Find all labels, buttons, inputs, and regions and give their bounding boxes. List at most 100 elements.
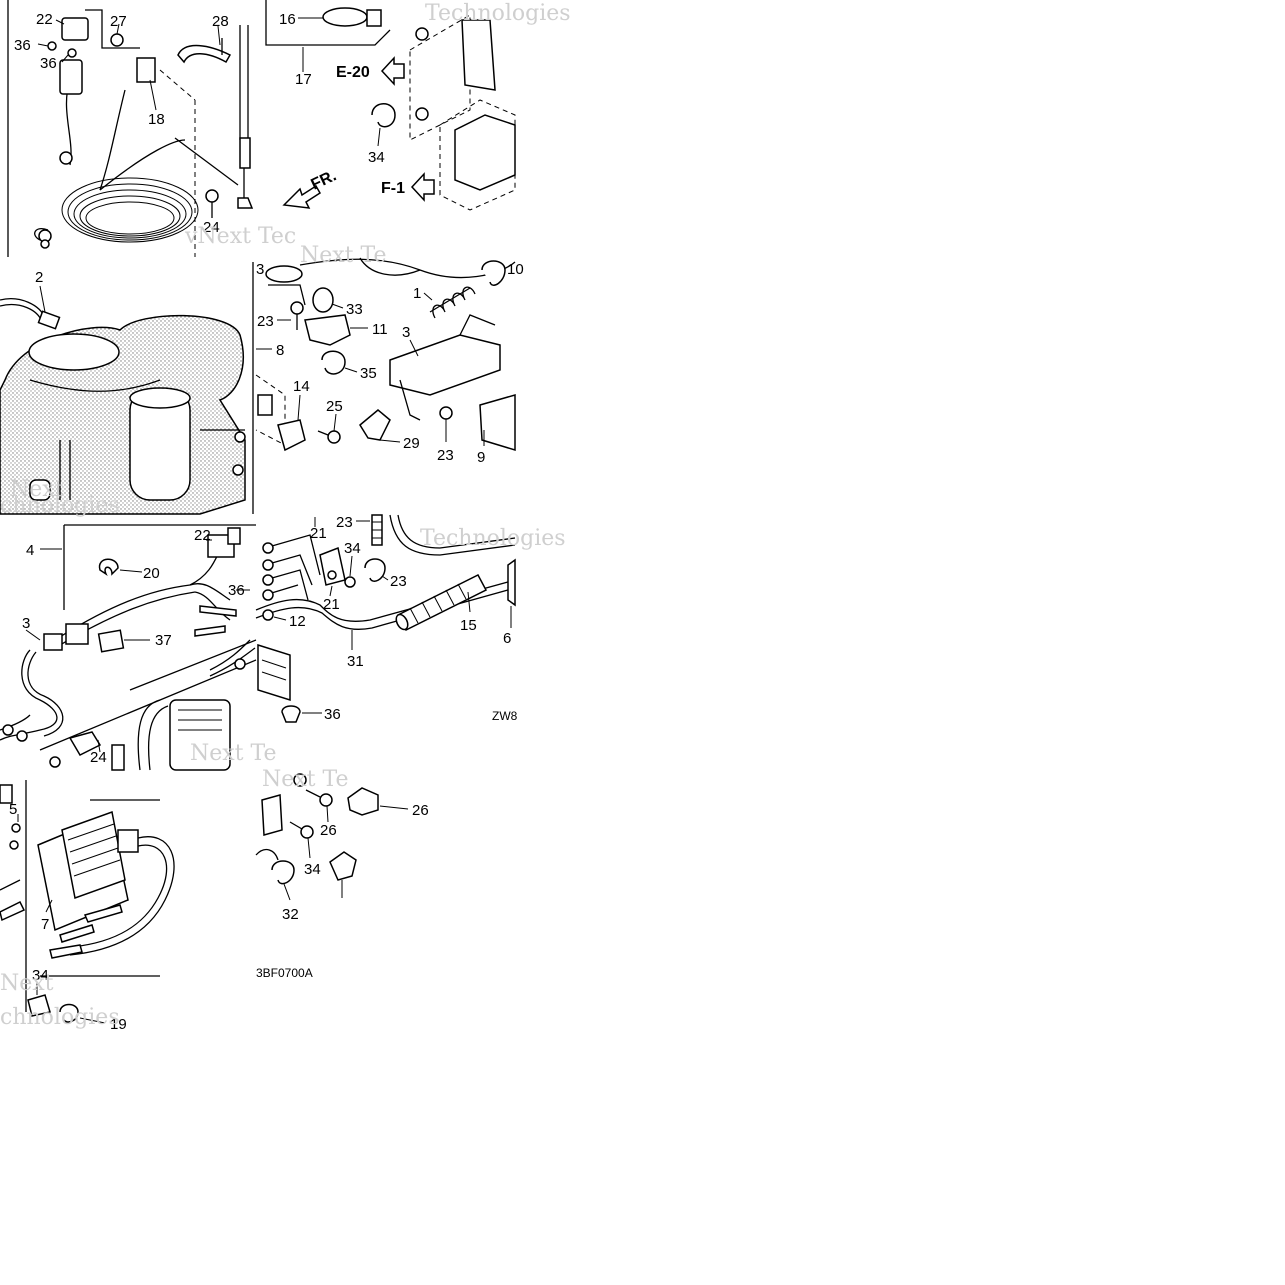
callout-21: 23 xyxy=(336,514,353,531)
callout-34: 32 xyxy=(282,906,299,923)
connector-22 xyxy=(61,17,89,41)
code-bf: 3BF0700A xyxy=(256,966,313,980)
callout-36: 36 xyxy=(40,55,57,72)
front-arrow xyxy=(282,184,322,209)
ref-f1: F-1 xyxy=(381,180,405,197)
holder-13 xyxy=(68,731,102,756)
regulator-9 xyxy=(479,394,516,452)
callout-15: 6 xyxy=(503,630,511,647)
callout-3: 3 xyxy=(22,615,30,632)
callout-36: 36 xyxy=(228,582,245,599)
clip-20 xyxy=(98,558,119,577)
callout-36: 5 xyxy=(9,801,17,818)
watermark-text: Next Te xyxy=(262,767,349,792)
callout-33: 33 xyxy=(346,301,363,318)
callout-14: 14 xyxy=(293,378,310,395)
callout-34: 19 xyxy=(110,1016,127,1033)
callout-4: 4 xyxy=(26,542,34,559)
clamp-29 xyxy=(359,409,391,441)
callout-34: 34 xyxy=(368,149,385,166)
clamp-32 xyxy=(329,851,357,881)
tile-harness-routing: 12 21 23 21 34 23 1 xyxy=(255,514,566,723)
callout-24: 21 xyxy=(310,525,327,542)
callout-11: 11 xyxy=(372,321,388,338)
clamp-19 xyxy=(347,787,379,816)
callout-31: 36 xyxy=(324,706,341,723)
tile-bracket-assembly: 3 23 33 11 8 35 1 10 3 xyxy=(255,243,524,466)
callout-13: 24 xyxy=(90,749,107,766)
callout-24: 24 xyxy=(203,219,220,236)
coupler-37 xyxy=(97,629,125,653)
stay-11 xyxy=(304,314,351,346)
callout-25: 25 xyxy=(326,398,343,415)
callout-23: 12 xyxy=(289,613,306,630)
clip-3 xyxy=(481,260,506,286)
tube-21-lower xyxy=(395,574,488,631)
connector-3 xyxy=(43,633,63,651)
watermark-text: Technologies xyxy=(425,1,571,26)
callout-5: 7 xyxy=(41,916,49,933)
grommet-31 xyxy=(281,705,301,723)
holder-7 xyxy=(27,994,51,1017)
watermark-brand: Next xyxy=(10,477,64,502)
bolt-23d xyxy=(344,576,356,588)
bolt-25 xyxy=(327,430,341,444)
callout-16: 16 xyxy=(279,11,296,28)
watermark-text: Next Te xyxy=(300,243,387,268)
grommet-33 xyxy=(312,287,334,313)
callout-2: 2 xyxy=(35,269,43,286)
watermark-text: Technologies xyxy=(420,526,566,551)
nut-27 xyxy=(110,33,124,47)
tile-fasteners: 26 26 34 32 3BF0700A Next Te xyxy=(255,767,429,980)
callout-18: 18 xyxy=(148,111,165,128)
f1-arrow xyxy=(410,172,435,202)
code-zw: ZW8 xyxy=(492,709,518,723)
callout-7: 34 xyxy=(32,967,49,984)
callout-23: 23 xyxy=(257,313,274,330)
callout-28: 28 xyxy=(212,13,229,30)
clamp-30 xyxy=(265,265,303,283)
callout-36: 36 xyxy=(14,37,31,54)
bolt-23b xyxy=(439,406,453,420)
callout-35: 35 xyxy=(360,365,377,382)
callout-26: 26 xyxy=(320,822,337,839)
bolt-26a xyxy=(319,793,333,807)
tile-main-harness: 4 24 20 xyxy=(0,524,277,771)
bolt-26b xyxy=(300,825,314,839)
callout-21: 15 xyxy=(460,617,477,634)
bracket-10 xyxy=(389,334,501,396)
band-clamp-16 xyxy=(322,7,368,27)
callout-9: 9 xyxy=(477,449,485,466)
clip-34b xyxy=(364,558,386,582)
callout-1: 1 xyxy=(413,285,421,302)
clip-34d xyxy=(271,860,295,885)
watermark-brand: Next xyxy=(0,971,54,996)
terminal-18 xyxy=(136,57,156,83)
watermark-text: chnologies xyxy=(0,493,120,518)
callout-10: 3 xyxy=(402,324,410,341)
callout-29: 29 xyxy=(403,435,420,452)
callout-12: 21 xyxy=(323,596,340,613)
callout-22: 22 xyxy=(194,527,211,544)
callout-8: 8 xyxy=(276,342,284,359)
callout-34: 23 xyxy=(390,573,407,590)
callout-6: 31 xyxy=(347,653,364,670)
cable-tie-28 xyxy=(177,44,232,64)
watermark-text: Next Te xyxy=(190,741,277,766)
callout-17: 17 xyxy=(295,71,312,88)
tile-engine: 2 Next chnologies xyxy=(0,262,254,518)
callout-3: 3 xyxy=(256,261,264,278)
watermark-text: chnologies xyxy=(0,1005,120,1030)
callout-3: 10 xyxy=(507,261,524,278)
e20-arrow xyxy=(380,56,405,86)
callout-22: 22 xyxy=(36,11,53,28)
callout-26: 34 xyxy=(304,861,321,878)
callout-27: 27 xyxy=(110,13,127,30)
holder-14 xyxy=(277,419,306,452)
coiled-cable xyxy=(61,177,199,243)
tile-regulator: 5 7 34 19 Next chnologies xyxy=(0,780,175,1033)
callout-20: 20 xyxy=(143,565,160,582)
tile-starter-cable: 22 27 28 36 36 18 24 vNext Tec xyxy=(7,0,296,257)
clip-34 xyxy=(371,103,396,128)
